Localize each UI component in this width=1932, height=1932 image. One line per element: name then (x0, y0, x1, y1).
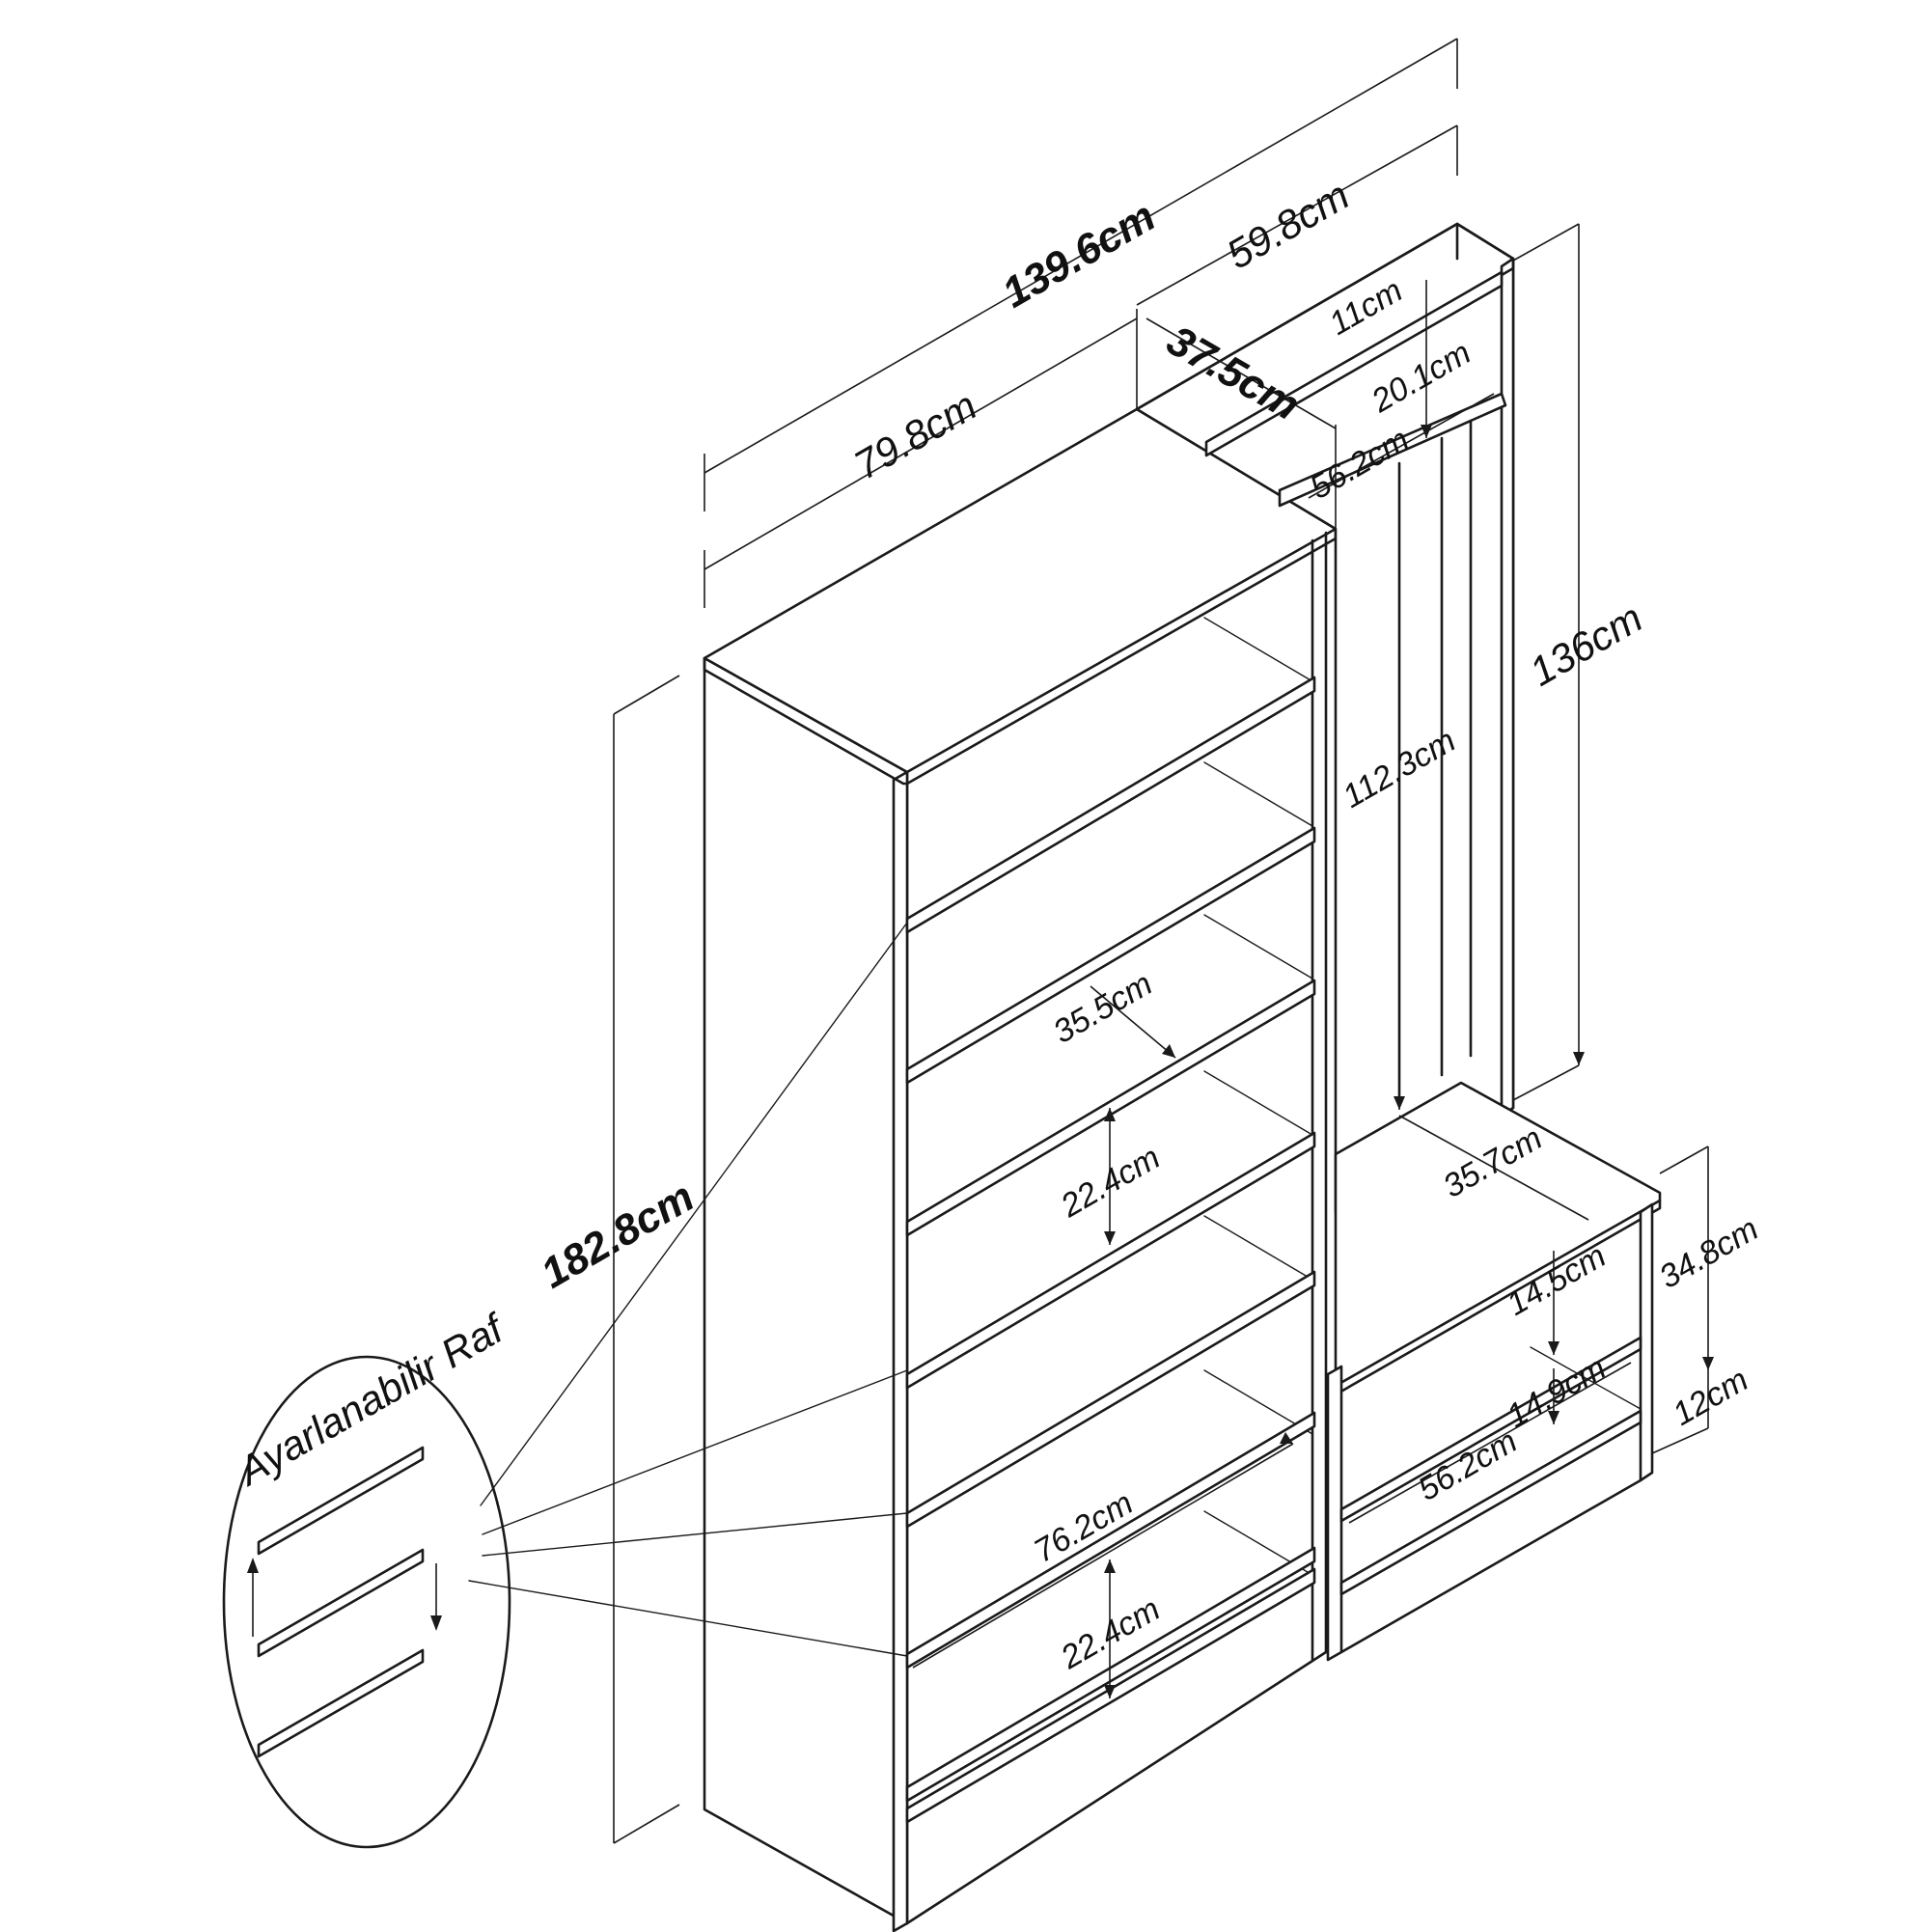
bench-back-line (1530, 1346, 1642, 1410)
left-bookcase (703, 407, 1338, 1932)
label-right-height: 136cm (1522, 594, 1650, 695)
dim-line-total-width (704, 38, 1458, 474)
shelf-6 (905, 1411, 1316, 1670)
label-left-unit-width: 79.8cm (846, 382, 984, 488)
top-rail (1204, 270, 1504, 457)
label-total-width: 139.6cm (995, 192, 1164, 317)
arrow-inner-width (1280, 1432, 1293, 1444)
label-right-unit-width: 59.8cm (1219, 172, 1357, 278)
arrow-compartment-2-up (1104, 1559, 1116, 1573)
leader-line-2 (482, 1369, 908, 1535)
ext-left-height-bottom (613, 1804, 680, 1844)
label-plinth-height: 12cm (1667, 1361, 1754, 1432)
back-line-3 (1203, 914, 1313, 980)
ext-plinth (1651, 1427, 1709, 1454)
bench-bottom (1339, 1478, 1642, 1654)
dim-line-inner-width (912, 1443, 1294, 1669)
back-line-1 (1203, 617, 1313, 682)
dim-line-left-width (704, 317, 1138, 570)
arrow-compartment-2-down (1104, 1685, 1116, 1698)
dim-line-shelf-depth (1090, 985, 1176, 1059)
bench-top (1334, 1081, 1662, 1388)
ext-left-height-top (613, 675, 680, 715)
arrow-bench-shelf-1 (1548, 1341, 1559, 1355)
callout-shelf-2 (257, 1548, 425, 1658)
shelf-4 (905, 1131, 1316, 1390)
arrow-compartment-1-down (1104, 1231, 1116, 1245)
leader-line-1 (480, 922, 908, 1506)
right-unit (1135, 222, 1662, 1662)
leader-line-4 (468, 1580, 908, 1657)
dim-line-bench-width (1348, 1362, 1632, 1524)
bench-left-panel (1326, 1365, 1343, 1662)
back-line-2 (1203, 761, 1313, 827)
right-upright (1500, 257, 1515, 1118)
dim-line-bench-depth (1398, 1115, 1589, 1221)
arrow-down-icon (430, 1615, 442, 1631)
bench-shelf-2 (1339, 1409, 1642, 1596)
ext-right-height-top (1512, 223, 1580, 262)
dim-line-rail (1308, 393, 1495, 499)
bench-shelf-1 (1339, 1336, 1642, 1523)
ext-right-height-bottom (1512, 1064, 1580, 1101)
arrow-inner-height (1394, 1096, 1405, 1110)
bottom-edge (905, 1650, 1328, 1925)
ext-bench-top (1659, 1145, 1709, 1174)
label-left-height: 182.8cm (534, 1173, 703, 1297)
arrow-compartment-1-up (1104, 1108, 1116, 1121)
callout-ellipse (222, 1355, 511, 1849)
arrow-bench-height (1702, 1357, 1714, 1370)
callout-shelf-1 (257, 1446, 425, 1556)
arrow-right-height (1573, 1052, 1585, 1065)
callout-shelf-3 (257, 1648, 425, 1758)
bench-right-panel (1639, 1202, 1654, 1482)
front-edge (892, 770, 909, 1932)
dim-line-depth (1145, 317, 1337, 429)
shelf-1 (905, 676, 1316, 934)
left-side-panel (703, 656, 909, 1925)
shelf-2 (905, 826, 1316, 1085)
dim-line-right-width (1136, 124, 1458, 306)
shelf-3 (905, 979, 1316, 1237)
back-line-5 (1203, 1215, 1313, 1281)
back-line-4 (1203, 1070, 1313, 1136)
arrow-bench-shelf-2 (1548, 1411, 1559, 1424)
shelf-7 (905, 1546, 1316, 1803)
dimension-lines (613, 38, 1714, 1844)
arrow-up-icon (247, 1558, 259, 1573)
leader-line-3 (482, 1512, 908, 1557)
shelf-5 (905, 1270, 1316, 1529)
arrow-shelf-depth (1162, 1044, 1175, 1058)
callout-label: Ayarlanabilir Raf (228, 1304, 513, 1495)
